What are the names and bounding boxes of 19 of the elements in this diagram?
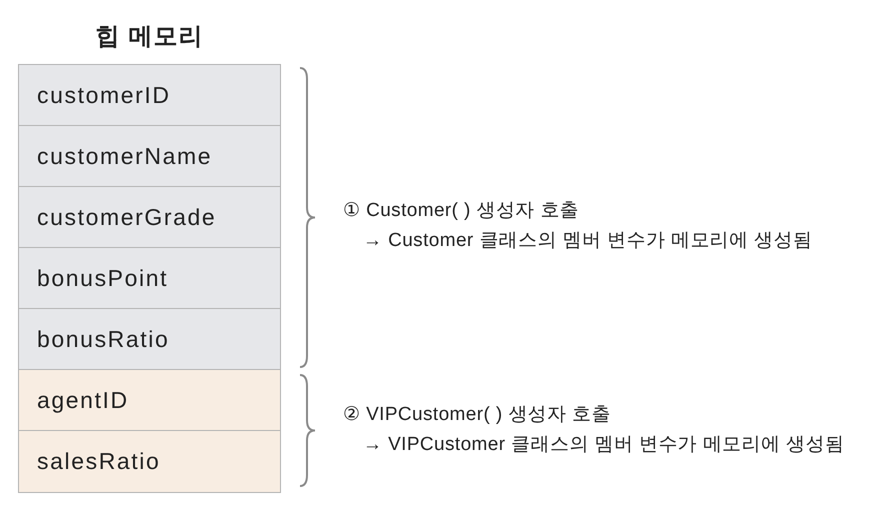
memory-cell [18, 125, 281, 188]
table-heading: 힙 메모리 [96, 22, 204, 52]
memory-cell [18, 186, 281, 248]
annotation-text: → VIPCustomer 클래스의 멤버 변수가 메모리에 생성됨 [363, 433, 844, 457]
variable-name: customerID [37, 82, 171, 109]
annotation-text: → Customer 클래스의 멤버 변수가 메모리에 생성됨 [363, 229, 812, 253]
memory-cell [18, 308, 281, 370]
memory-cell [18, 64, 281, 126]
variable-name: bonusRatio [37, 326, 170, 353]
variable-name: salesRatio [37, 448, 160, 475]
annotation-text: ① Customer( ) 생성자 호출 [343, 199, 580, 223]
memory-cell [18, 369, 281, 432]
memory-cell [18, 430, 281, 492]
memory-cell [18, 247, 281, 310]
annotation-text: ② VIPCustomer( ) 생성자 호출 [343, 403, 611, 427]
variable-name: agentID [37, 386, 129, 414]
variable-name: customerName [37, 142, 212, 170]
variable-name: bonusPoint [37, 264, 168, 292]
variable-name: customerGrade [37, 204, 216, 231]
